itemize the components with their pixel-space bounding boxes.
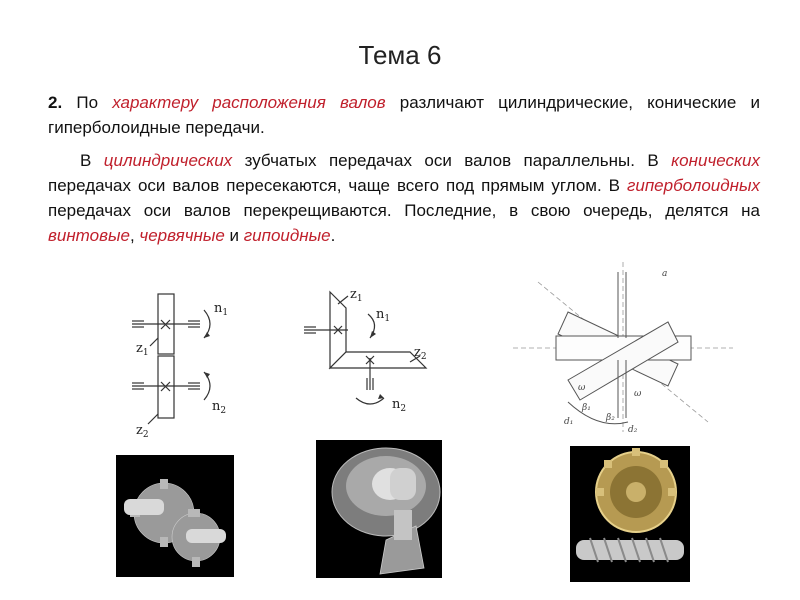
- slide-title: Тема 6: [358, 40, 442, 70]
- worm-gear-image: [570, 446, 690, 582]
- highlight-screw: винтовые: [48, 226, 130, 245]
- label-z1: z1: [350, 287, 363, 304]
- highlight-worm: червячные: [139, 226, 225, 245]
- label-n1: n1: [214, 301, 228, 318]
- text-span: передачах оси валов перекрещиваются. Пос…: [48, 201, 760, 220]
- label-beta-2: β₂: [605, 413, 615, 423]
- highlight-bevel: конических: [671, 151, 760, 170]
- text-span: передачах оси валов пересекаются, чаще в…: [48, 176, 627, 195]
- text-span: По: [62, 93, 113, 112]
- bevel-gear-diagram: z1 n1 z2 n2: [304, 287, 428, 414]
- highlight-shaft-arrangement: характеру расположения валов: [112, 93, 386, 112]
- paragraph-classification: 2. По характеру расположения валов разли…: [48, 90, 760, 140]
- worm-gear-photo: [570, 446, 690, 582]
- spur-gears-image: [116, 455, 234, 577]
- bevel-gears-image: [316, 440, 442, 578]
- label-d2: d₂: [628, 425, 638, 435]
- paragraph-description: В цилиндрических зубчатых передачах оси …: [48, 148, 760, 248]
- highlight-hypoid: гипоидные: [243, 226, 331, 245]
- label-d1: d₁: [564, 417, 573, 427]
- label-z1: z1: [136, 341, 149, 358]
- label-beta-1: β₁: [581, 403, 591, 413]
- label-omega-2: ω: [634, 389, 642, 399]
- bevel-gears-photo: [316, 440, 442, 578]
- hyperboloid-gear-diagram: a ω ω β₁ β₂ d₁ d₂: [513, 262, 733, 435]
- label-z2: z2: [136, 423, 149, 440]
- label-n2: n2: [212, 399, 226, 416]
- highlight-cylindrical: цилиндрических: [103, 151, 233, 170]
- cylindrical-gear-diagram: n1 n2 z1 z2: [132, 293, 228, 440]
- text-span: и: [224, 226, 244, 245]
- text-span: ,: [129, 226, 140, 245]
- text-span: В: [80, 151, 104, 170]
- text-span: различают цилиндрические, конические и г…: [48, 93, 760, 137]
- label-n1: n1: [376, 307, 390, 324]
- highlight-hyperboloid: гиперболоидных: [626, 176, 760, 195]
- label-z2: z2: [414, 345, 427, 362]
- text-span: .: [330, 226, 336, 245]
- text-span: зубчатых передачах оси валов параллельны…: [232, 151, 672, 170]
- label-omega-1: ω: [578, 383, 586, 393]
- label-n2: n2: [392, 397, 406, 414]
- spur-gears-photo: [116, 455, 234, 577]
- item-number: 2.: [48, 93, 63, 112]
- label-a: a: [662, 269, 667, 279]
